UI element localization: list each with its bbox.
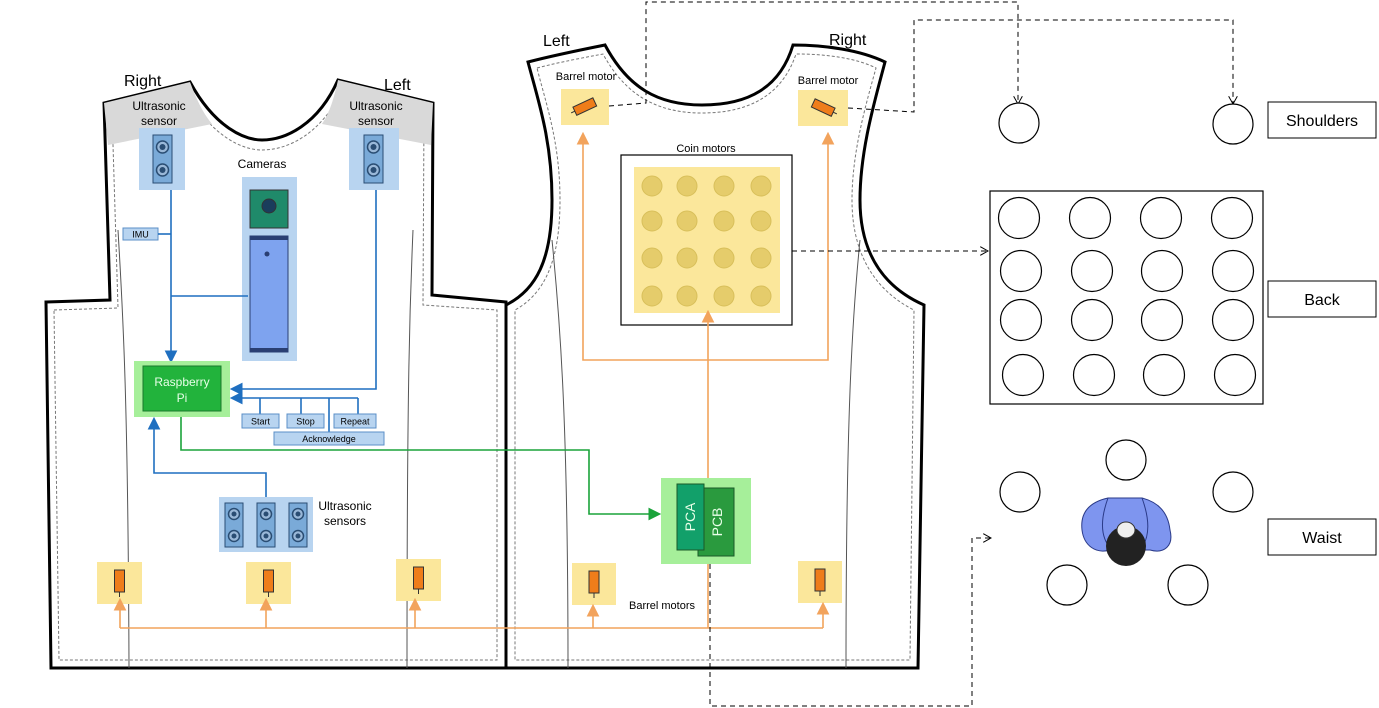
- coin-motor: [676, 175, 698, 197]
- svg-text:Repeat: Repeat: [340, 417, 370, 427]
- coin-motor: [713, 247, 735, 269]
- barrel-motor-left-label: Barrel motor: [556, 71, 617, 83]
- back-motor-circle: [1142, 353, 1186, 397]
- repeat-button: Repeat: [333, 413, 377, 429]
- shoulders-label: Shoulders: [1286, 113, 1358, 130]
- back-label: Back: [1304, 292, 1341, 309]
- front-vest: [44, 78, 508, 670]
- waist-barrel-motor: [798, 561, 842, 603]
- front-left-label: Left: [384, 77, 411, 94]
- svg-text:Stop: Stop: [296, 417, 315, 427]
- back-motor-circle: [999, 298, 1043, 342]
- raspberry-pi-label-1: Raspberry: [154, 375, 209, 389]
- back-vest-seam: [514, 53, 915, 661]
- coin-motor: [750, 175, 772, 197]
- raspberry-pi-label-2: Pi: [177, 391, 188, 405]
- coin-motor: [713, 210, 735, 232]
- back-right-label: Right: [829, 32, 867, 49]
- back-motor-circle: [1211, 298, 1255, 342]
- imu-label: IMU: [132, 230, 149, 240]
- back-armhole-line-left: [551, 239, 569, 669]
- coin-motor: [750, 247, 772, 269]
- back-vest-outline: [504, 43, 926, 670]
- pca-pcb: PCA PCB: [661, 478, 751, 564]
- coin-motor: [641, 210, 663, 232]
- blue-wiring: [147, 190, 377, 497]
- back-motor-circle: [999, 249, 1043, 293]
- ultrasonic-sensor-right: [139, 128, 185, 190]
- ultrasonic-left-label-1: Ultrasonic: [349, 99, 402, 113]
- pcb-label: PCB: [709, 508, 725, 537]
- shoulder-motor-layout: [998, 102, 1254, 145]
- back-motor-circle: [1070, 249, 1114, 293]
- coin-motor-grid: [641, 175, 772, 307]
- imu-box: IMU: [122, 227, 159, 241]
- back-motor-circle: [1140, 298, 1184, 342]
- ultrasonic-right-label-1: Ultrasonic: [132, 99, 185, 113]
- coin-motor: [641, 175, 663, 197]
- waist-label-box: Waist: [1267, 518, 1377, 556]
- back-motor-circle: [997, 196, 1041, 240]
- coin-motor: [641, 285, 663, 307]
- waist-barrel-motor: [246, 562, 291, 604]
- coin-motor: [641, 247, 663, 269]
- ultrasonic-left-label-2: sensor: [358, 114, 394, 128]
- back-label-box: Back: [1267, 280, 1377, 318]
- cameras: [242, 177, 297, 361]
- ultrasonic-sensor-left: [349, 128, 399, 190]
- waist-label: Waist: [1302, 530, 1342, 547]
- back-motor-circle: [1213, 353, 1257, 397]
- orange-wiring: [113, 131, 835, 629]
- waist-motor-layout: [999, 439, 1254, 606]
- raspberry-pi: Raspberry Pi: [134, 361, 230, 417]
- stop-button: Stop: [286, 413, 325, 429]
- back-motor-circle: [1070, 298, 1114, 342]
- coin-motor: [713, 175, 735, 197]
- back-motor-circle: [1139, 196, 1183, 240]
- back-motor-circle: [1001, 353, 1045, 397]
- barrel-motor-right-label: Barrel motor: [798, 75, 859, 87]
- waist-barrel-motor: [97, 562, 142, 604]
- barrel-motor-shoulder-right: [798, 90, 848, 126]
- back-motor-circles: [997, 196, 1257, 397]
- start-button: Start: [241, 413, 280, 429]
- waist-barrel-motor: [572, 563, 616, 605]
- ultrasonic-sensors-array: [219, 497, 313, 552]
- waist-barrel-motor: [396, 559, 441, 601]
- waist-barrel-motors: [97, 559, 842, 605]
- back-motor-circle: [1072, 353, 1116, 397]
- coin-motor: [750, 210, 772, 232]
- cameras-label: Cameras: [238, 157, 287, 171]
- front-right-label: Right: [124, 73, 162, 90]
- ultrasonic-sensors-label-2: sensors: [324, 514, 366, 528]
- back-left-label: Left: [543, 33, 570, 50]
- coin-motor: [676, 247, 698, 269]
- ultrasonic-right-label-2: sensor: [141, 114, 177, 128]
- back-motor-circle: [1068, 196, 1112, 240]
- back-vest: [504, 43, 926, 670]
- coin-motor: [676, 285, 698, 307]
- barrel-motors-label: Barrel motors: [629, 600, 696, 612]
- acknowledge-button: Acknowledge: [273, 431, 385, 446]
- coin-motor: [676, 210, 698, 232]
- svg-text:Acknowledge: Acknowledge: [302, 434, 356, 444]
- coin-motor: [750, 285, 772, 307]
- coin-motors-label: Coin motors: [676, 143, 736, 155]
- back-motor-circle: [1140, 249, 1184, 293]
- ultrasonic-sensors-label-1: Ultrasonic: [318, 499, 371, 513]
- dashed-connectors: [608, 1, 1233, 707]
- pca-label: PCA: [682, 502, 698, 531]
- barrel-motor-shoulder-left: [561, 89, 609, 125]
- coin-motor: [713, 285, 735, 307]
- back-motor-circle: [1211, 249, 1255, 293]
- svg-text:Start: Start: [251, 417, 271, 427]
- shoulders-label-box: Shoulders: [1267, 101, 1377, 139]
- back-motor-circle: [1210, 196, 1254, 240]
- back-armhole-line-right: [845, 239, 861, 669]
- green-wire: [180, 417, 662, 521]
- person-top-view: [1081, 497, 1172, 566]
